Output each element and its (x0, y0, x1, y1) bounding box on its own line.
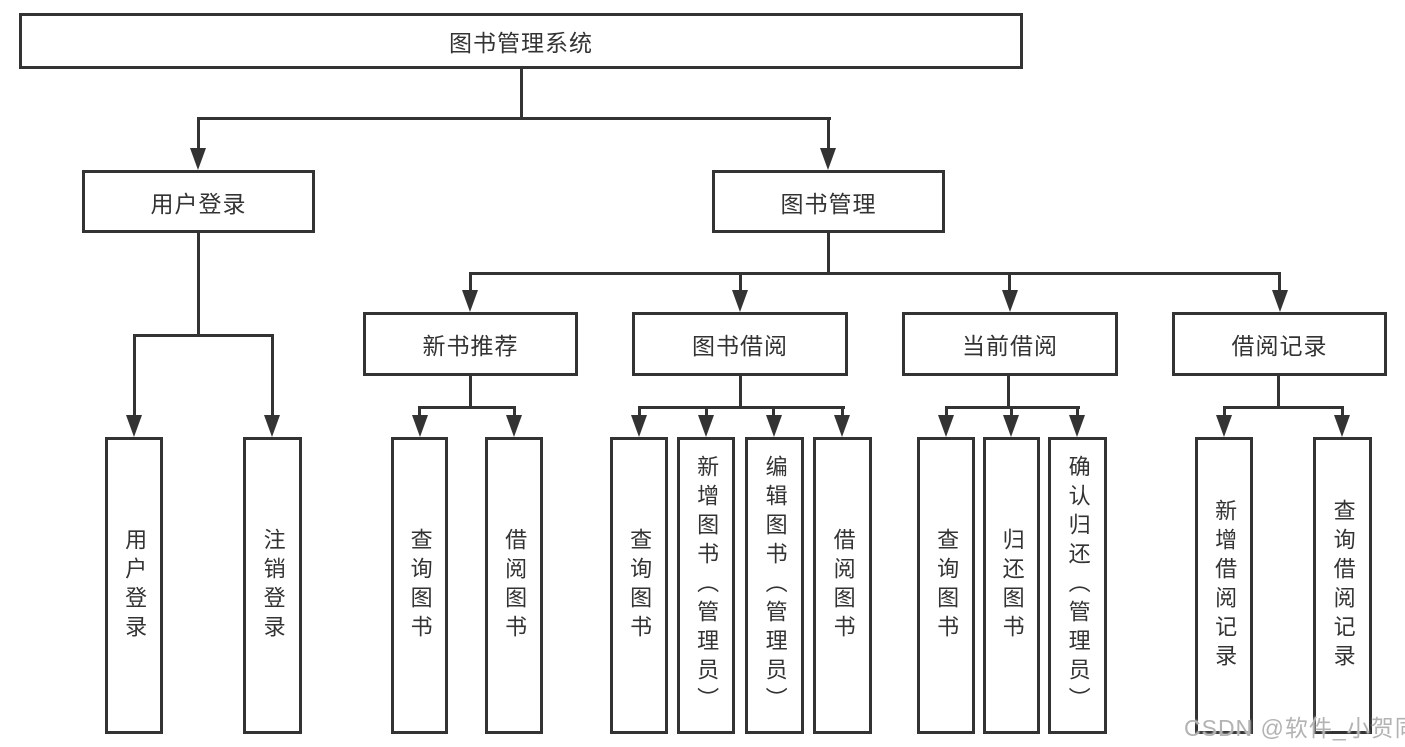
arrowhead-down-icon (1069, 415, 1085, 437)
connector-stub (469, 376, 472, 409)
connector-to-leaf (1010, 406, 1013, 418)
node-book-borrowing: 图书借阅 (632, 312, 848, 376)
arrowhead-down-icon (506, 415, 522, 437)
connector-stub (1277, 376, 1280, 409)
leaf-label: 查询借阅记录 (1330, 498, 1356, 673)
leaf-query-borrow-record: 查询借阅记录 (1313, 437, 1372, 734)
node-label: 图书借阅 (692, 333, 788, 359)
arrowhead-down-icon (732, 290, 748, 312)
leaf-label: 编辑图书（管理员） (762, 455, 788, 716)
arrowhead-down-icon (834, 415, 850, 437)
arrowhead-down-icon (631, 415, 647, 437)
connector-to-user-login (197, 117, 200, 151)
connector-root-rail (197, 117, 831, 120)
connector-to-leaf (271, 334, 274, 418)
connector-to-book-borrowing (739, 272, 742, 292)
node-new-book-recommendation: 新书推荐 (363, 312, 578, 376)
leaf-return-books: 归还图书 (983, 437, 1040, 734)
node-current-borrowing: 当前借阅 (902, 312, 1118, 376)
leaf-query-books-borrowing: 查询图书 (610, 437, 668, 734)
arrowhead-down-icon (1334, 415, 1350, 437)
connector-to-current-borrowing (1008, 272, 1011, 292)
arrowhead-down-icon (938, 415, 954, 437)
leaf-label: 查询图书 (407, 527, 433, 644)
connector-to-leaf (705, 406, 708, 418)
connector-to-borrowing-records (1278, 272, 1281, 292)
node-label: 新书推荐 (422, 333, 519, 359)
node-label: 图书管理 (780, 190, 877, 217)
csdn-watermark: CSDN @软件_小贺同学 (1184, 715, 1405, 741)
leaf-borrow-books-recommend: 借阅图书 (485, 437, 543, 734)
leaf-query-books-current: 查询图书 (917, 437, 975, 734)
leaf-label: 查询图书 (627, 527, 653, 644)
connector-to-leaf (638, 406, 641, 418)
connector-to-new-book (469, 272, 472, 292)
node-label: 借阅记录 (1231, 333, 1328, 359)
leaf-label: 确认归还（管理员） (1065, 455, 1091, 716)
node-library-management-system: 图书管理系统 (19, 13, 1023, 69)
arrowhead-down-icon (1003, 415, 1019, 437)
leaf-add-book-admin: 新增图书（管理员） (677, 437, 735, 734)
connector-user-login-rail (133, 334, 274, 337)
arrowhead-down-icon (264, 415, 280, 437)
leaf-edit-book-admin: 编辑图书（管理员） (745, 437, 804, 734)
connector-rail (1223, 406, 1344, 409)
arrowhead-down-icon (462, 290, 478, 312)
connector-to-leaf (841, 406, 844, 418)
arrowhead-down-icon (1002, 290, 1018, 312)
connector-to-leaf (945, 406, 948, 418)
connector-user-login-stub (197, 233, 200, 336)
connector-to-leaf (418, 406, 421, 418)
leaf-label: 注销登录 (260, 527, 286, 644)
node-label: 用户登录 (150, 190, 247, 217)
leaf-label: 借阅图书 (830, 527, 856, 644)
leaf-label: 借阅图书 (502, 527, 528, 644)
node-borrowing-records: 借阅记录 (1172, 312, 1387, 376)
node-user-login: 用户登录 (82, 170, 315, 233)
leaf-user-login: 用户登录 (105, 437, 163, 734)
arrowhead-down-icon (766, 415, 782, 437)
arrowhead-down-icon (190, 148, 206, 170)
connector-stub (739, 376, 742, 409)
leaf-borrow-books-borrowing: 借阅图书 (813, 437, 872, 734)
arrowhead-down-icon (1272, 290, 1288, 312)
leaf-label: 新增借阅记录 (1212, 498, 1238, 673)
leaf-label: 归还图书 (999, 527, 1025, 644)
leaf-confirm-return-admin: 确认归还（管理员） (1048, 437, 1107, 734)
node-label: 图书管理系统 (449, 30, 593, 56)
arrowhead-down-icon (412, 415, 428, 437)
connector-to-leaf (133, 334, 136, 418)
leaf-label: 新增图书（管理员） (694, 455, 720, 716)
leaf-label: 用户登录 (122, 527, 148, 644)
connector-to-leaf (1076, 406, 1079, 418)
node-label: 当前借阅 (962, 333, 1058, 359)
connector-rail (418, 406, 516, 409)
connector-rail (638, 406, 845, 409)
connector-to-leaf (772, 406, 775, 418)
connector-to-leaf (1223, 406, 1226, 418)
connector-to-book-management (827, 117, 830, 151)
arrowhead-down-icon (698, 415, 714, 437)
connector-book-management-rail (469, 272, 1281, 275)
connector-stub (1007, 376, 1010, 409)
connector-to-leaf (1341, 406, 1344, 418)
node-book-management: 图书管理 (712, 170, 945, 233)
leaf-label: 查询图书 (934, 527, 960, 644)
connector-root-stub (520, 68, 523, 120)
arrowhead-down-icon (1216, 415, 1232, 437)
arrowhead-down-icon (126, 415, 142, 437)
arrowhead-down-icon (820, 148, 836, 170)
leaf-logout: 注销登录 (243, 437, 302, 734)
leaf-add-borrow-record: 新增借阅记录 (1195, 437, 1253, 734)
leaf-query-books-recommend: 查询图书 (391, 437, 448, 734)
connector-book-management-stub (827, 233, 830, 274)
connector-to-leaf (513, 406, 516, 418)
